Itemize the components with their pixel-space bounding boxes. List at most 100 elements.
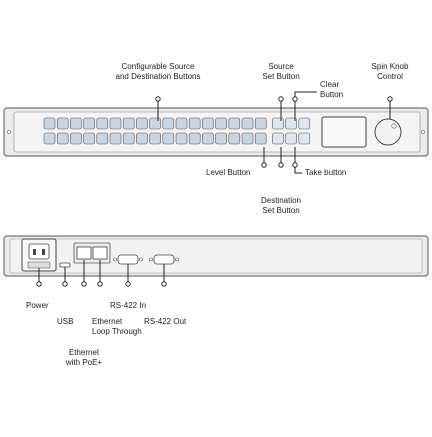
panel-button[interactable] xyxy=(56,117,69,130)
configurable-button-grid xyxy=(43,117,311,145)
label-line: Ethernet xyxy=(68,348,100,357)
panel-button[interactable] xyxy=(272,117,284,130)
rack-ear-hole xyxy=(421,130,425,134)
rs422-in-screw xyxy=(139,257,143,262)
panel-button[interactable] xyxy=(56,132,69,145)
front-panel xyxy=(3,107,429,157)
panel-button[interactable] xyxy=(109,132,122,145)
label-ethernet-loop: Ethernet Loop Through xyxy=(92,317,142,337)
label-line: Set Button xyxy=(262,206,300,215)
power-socket xyxy=(28,243,50,260)
leader-dot xyxy=(278,96,284,102)
rs422-out-screw xyxy=(175,257,179,262)
leader-dot xyxy=(261,162,267,168)
label-line: Configurable Source xyxy=(121,62,195,71)
panel-button[interactable] xyxy=(254,117,267,130)
panel-button[interactable] xyxy=(43,117,56,130)
rear-panel xyxy=(3,235,429,277)
label-rs422-out: RS-422 Out xyxy=(144,317,187,326)
label-configurable-buttons: Configurable Source and Destination Butt… xyxy=(98,62,218,82)
leader-dot xyxy=(125,281,131,287)
panel-button[interactable] xyxy=(215,117,227,130)
label-destination-set-button: Destination Set Button xyxy=(248,196,314,216)
label-line: Button xyxy=(320,90,344,99)
panel-button[interactable] xyxy=(188,117,201,130)
label-line: Loop Through xyxy=(92,327,142,336)
panel-button[interactable] xyxy=(149,117,161,130)
label-line: and Destination Buttons xyxy=(115,72,201,81)
leader-dot xyxy=(81,281,87,287)
panel-button[interactable] xyxy=(122,117,135,130)
panel-button[interactable] xyxy=(109,117,122,130)
label-line: Clear xyxy=(320,80,340,89)
label-line: Source xyxy=(268,62,294,71)
leader-dot xyxy=(161,281,167,287)
rs422-out-screw xyxy=(149,257,153,262)
label-spin-knob: Spin Knob Control xyxy=(360,62,420,82)
label-power: Power xyxy=(26,301,49,310)
take-button[interactable] xyxy=(298,132,311,145)
panel-button[interactable] xyxy=(70,117,82,130)
rear-faceplate xyxy=(9,238,423,274)
panel-button[interactable] xyxy=(96,132,109,145)
usb-port[interactable] xyxy=(59,262,71,268)
panel-button[interactable] xyxy=(202,117,214,130)
leader-dot xyxy=(62,281,68,287)
label-line: Destination xyxy=(260,196,302,205)
rs422-in-port[interactable] xyxy=(117,254,139,265)
panel-button[interactable] xyxy=(215,132,227,145)
panel-button[interactable] xyxy=(254,132,267,145)
panel-button[interactable] xyxy=(162,132,175,145)
lcd-screen xyxy=(321,116,367,148)
leader-take xyxy=(294,147,302,174)
rs422-out-port[interactable] xyxy=(153,254,175,265)
panel-button[interactable] xyxy=(149,132,161,145)
leader-dot xyxy=(97,281,103,287)
power-pin xyxy=(33,249,36,255)
label-usb: USB xyxy=(57,317,74,326)
panel-button[interactable] xyxy=(175,117,188,130)
panel-button[interactable] xyxy=(136,117,148,130)
panel-button[interactable] xyxy=(188,132,201,145)
label-take-button: Take button xyxy=(305,168,347,177)
power-pin xyxy=(42,249,45,255)
ethernet-poe-port[interactable] xyxy=(76,246,92,260)
leader-lines xyxy=(36,91,393,287)
panel-button[interactable] xyxy=(122,132,135,145)
leader-dot xyxy=(292,96,298,102)
source-set-button[interactable] xyxy=(285,117,297,130)
leader-dot xyxy=(292,162,298,168)
label-rs422-in: RS-422 In xyxy=(110,301,147,310)
panel-button[interactable] xyxy=(136,132,148,145)
panel-button[interactable] xyxy=(228,132,241,145)
leader-dot xyxy=(36,281,42,287)
panel-button[interactable] xyxy=(162,117,175,130)
rs422-in-screw xyxy=(113,257,117,262)
leader-dot xyxy=(278,162,284,168)
panel-button[interactable] xyxy=(175,132,188,145)
label-level-button: Level Button xyxy=(206,168,251,177)
panel-button[interactable] xyxy=(96,117,109,130)
panel-button[interactable] xyxy=(241,117,254,130)
spin-knob[interactable] xyxy=(374,118,402,146)
label-line: Set Button xyxy=(262,72,300,81)
panel-button[interactable] xyxy=(43,132,56,145)
destination-set-button[interactable] xyxy=(285,132,297,145)
panel-button[interactable] xyxy=(241,132,254,145)
label-line: Spin Knob xyxy=(371,62,409,71)
level-button[interactable] xyxy=(272,132,284,145)
panel-button[interactable] xyxy=(70,132,82,145)
panel-button[interactable] xyxy=(202,132,214,145)
label-source-set-button: Source Set Button xyxy=(252,62,310,82)
label-ethernet-poe: Ethernet with PoE+ xyxy=(58,348,110,368)
panel-button[interactable] xyxy=(228,117,241,130)
ethernet-loop-port[interactable] xyxy=(92,246,108,260)
leader-clear xyxy=(294,91,317,121)
panel-button[interactable] xyxy=(83,117,95,130)
clear-button[interactable] xyxy=(298,117,311,130)
panel-button[interactable] xyxy=(83,132,95,145)
label-line: Control xyxy=(377,72,403,81)
power-switch[interactable] xyxy=(27,261,51,269)
